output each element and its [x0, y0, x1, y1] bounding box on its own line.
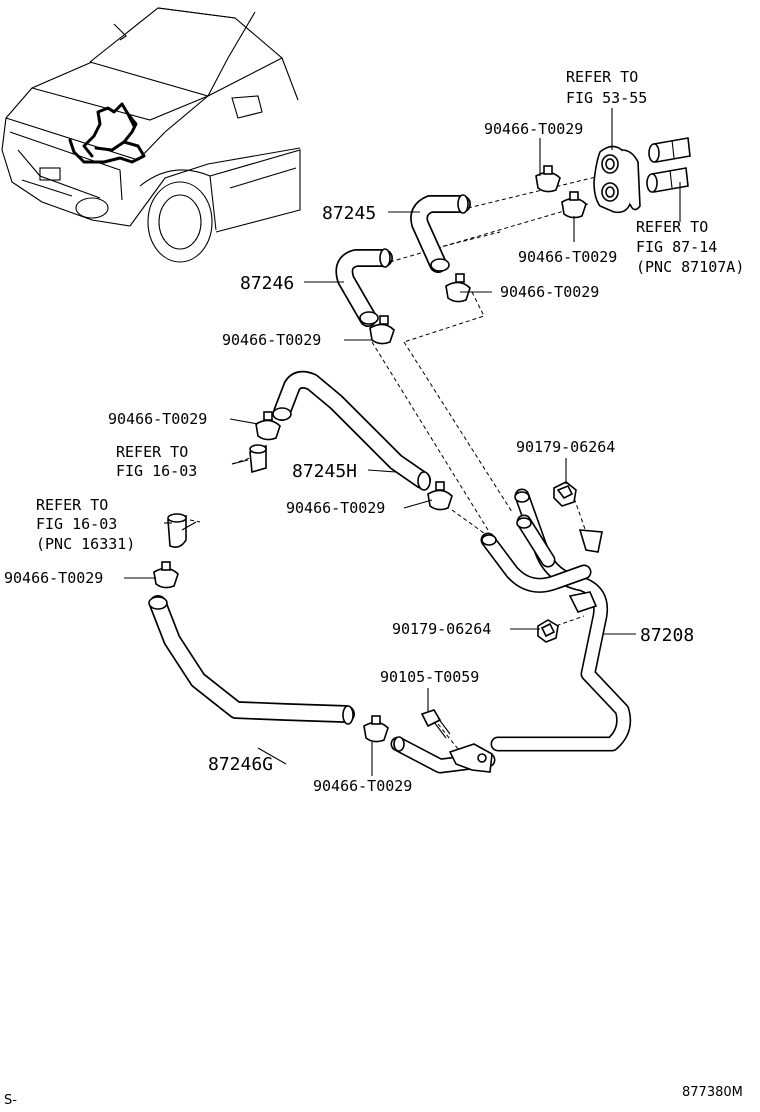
flange-nut-upper [553, 481, 577, 507]
hose-clamps [153, 165, 587, 743]
hose-clamp [561, 191, 587, 219]
clamp-label-7: 90466-T0029 [4, 569, 103, 587]
part-87245h-label: 87245H [292, 461, 357, 482]
ref-fig-16-03: FIG 16-03 [116, 462, 197, 480]
clamp-label-8: 90466-T0029 [313, 777, 412, 795]
refer-to-label: REFER TO [36, 496, 108, 514]
hose-clamp [535, 165, 561, 193]
hose-clamp [427, 481, 453, 511]
pipe-fitting-16331 [167, 515, 187, 548]
refer-to-label: REFER TO [636, 218, 708, 236]
hose-87246 [335, 248, 393, 327]
fittings [167, 444, 577, 739]
footer-left-code: S- [4, 1093, 17, 1108]
hose-clamp [153, 561, 179, 589]
heater-unit-connector [593, 145, 641, 214]
bolt-label: 90105-T0059 [380, 668, 479, 686]
ref-pnc-87107a: (PNC 87107A) [636, 258, 744, 276]
refer-to-label: REFER TO [116, 443, 188, 461]
ref-pnc-16331: (PNC 16331) [36, 535, 135, 553]
nut-label-lower: 90179-06264 [392, 620, 491, 638]
hose-clamp [255, 411, 281, 441]
hose-87245 [410, 194, 471, 273]
bolt-90105 [420, 709, 451, 739]
hose-87245h [272, 370, 431, 491]
part-87245-label: 87245 [322, 203, 376, 224]
vehicle-illustration [1, 7, 301, 263]
ref-fig-87-14: FIG 87-14 [636, 238, 717, 256]
hose-clamp [445, 273, 471, 303]
part-87246-label: 87246 [240, 273, 294, 294]
labels: REFER TO FIG 53-55 90466-T0029 90466-T00… [4, 68, 744, 1108]
diagram-id: 877380M [682, 1085, 743, 1100]
heater-unit-pipes [646, 137, 691, 193]
clamp-label-3: 90466-T0029 [500, 283, 599, 301]
clamp-label-6: 90466-T0029 [286, 499, 385, 517]
hose-87246g [148, 595, 355, 725]
refer-to-label: REFER TO [566, 68, 638, 86]
ref-fig-16-03: FIG 16-03 [36, 515, 117, 533]
clamp-label-2: 90466-T0029 [518, 248, 617, 266]
nut-label-upper: 90179-06264 [516, 438, 615, 456]
part-87246g-label: 87246G [208, 754, 273, 775]
clamp-label-1: 90466-T0029 [484, 120, 583, 138]
clamp-label-4: 90466-T0029 [222, 331, 321, 349]
part-87208-label: 87208 [640, 625, 694, 646]
flange-nut-lower [537, 619, 559, 643]
label-leaders [124, 108, 681, 776]
clamp-label-5: 90466-T0029 [108, 410, 207, 428]
ref-fig-53-55: FIG 53-55 [566, 89, 647, 107]
water-pipe-87208 [390, 488, 632, 774]
hose-clamp [363, 715, 389, 743]
hose-clamp [369, 315, 395, 345]
